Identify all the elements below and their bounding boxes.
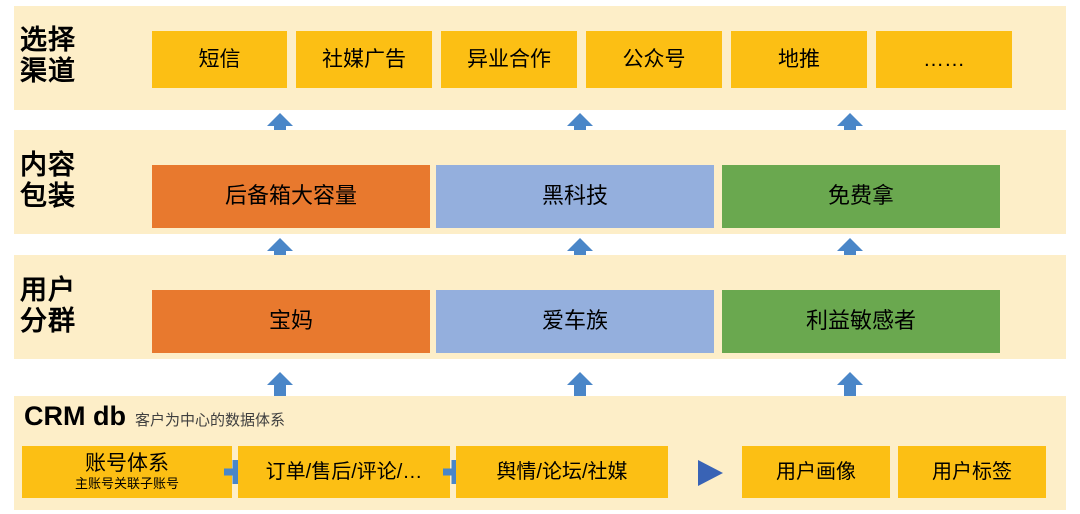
crm-item-account-system-sub: 主账号关联子账号 — [74, 476, 179, 491]
content-item-free-gift[interactable]: 免费拿 — [722, 165, 1000, 228]
row-label-content-line1: 内容 — [20, 150, 76, 180]
segment-item-young-moms[interactable]: 宝妈 — [152, 290, 430, 353]
channel-item-sms[interactable]: 短信 — [152, 31, 287, 88]
crm-item-orders-aftersales-reviews[interactable]: 订单/售后/评论/… — [238, 446, 450, 498]
crm-item-public-opinion-forum-social[interactable]: 舆情/论坛/社媒 — [456, 446, 668, 498]
play-triangle-icon — [693, 456, 727, 490]
arrow-content-to-channel-1 — [266, 112, 294, 142]
crm-item-account-system-main: 账号体系 — [85, 452, 169, 475]
crm-header: CRM db 客户为中心的数据体系 — [24, 401, 285, 432]
row-label-content: 内容 包装 — [20, 150, 140, 212]
arrow-content-to-channel-2 — [566, 112, 594, 142]
content-item-trunk-capacity[interactable]: 后备箱大容量 — [152, 165, 430, 228]
crm-item-user-profile[interactable]: 用户画像 — [742, 446, 890, 498]
channel-item-social-ads[interactable]: 社媒广告 — [296, 31, 432, 88]
row-label-segment: 用户 分群 — [20, 275, 140, 337]
channel-item-partnership[interactable]: 异业合作 — [441, 31, 577, 88]
crm-item-user-tags-main: 用户标签 — [932, 460, 1012, 483]
row-label-segment-line2: 分群 — [20, 306, 76, 336]
crm-item-public-opinion-forum-social-main: 舆情/论坛/社媒 — [496, 460, 628, 483]
arrow-crm-to-segment-3 — [836, 371, 864, 401]
row-label-channel-line2: 渠道 — [20, 56, 76, 86]
crm-item-user-profile-main: 用户画像 — [776, 460, 856, 483]
channel-item-wechat-oa[interactable]: 公众号 — [586, 31, 722, 88]
arrow-segment-to-content-2 — [566, 237, 594, 267]
channel-item-more[interactable]: …… — [876, 31, 1012, 88]
arrow-crm-to-segment-2 — [566, 371, 594, 401]
crm-item-orders-aftersales-reviews-main: 订单/售后/评论/… — [265, 460, 423, 483]
crm-title: CRM db — [24, 401, 126, 431]
arrow-segment-to-content-1 — [266, 237, 294, 267]
content-item-black-tech[interactable]: 黑科技 — [436, 165, 714, 228]
row-label-channel-line1: 选择 — [20, 25, 76, 55]
crm-subtitle: 客户为中心的数据体系 — [134, 412, 285, 429]
row-label-content-line2: 包装 — [20, 181, 76, 211]
segment-item-car-enthusiasts[interactable]: 爱车族 — [436, 290, 714, 353]
row-label-segment-line1: 用户 — [20, 275, 76, 305]
crm-item-user-tags[interactable]: 用户标签 — [898, 446, 1046, 498]
plus-icon-1 — [222, 458, 250, 486]
segment-item-deal-seekers[interactable]: 利益敏感者 — [722, 290, 1000, 353]
channel-item-ground-promo[interactable]: 地推 — [731, 31, 867, 88]
crm-item-account-system[interactable]: 账号体系 主账号关联子账号 — [22, 446, 232, 498]
row-label-channel: 选择 渠道 — [20, 25, 140, 87]
arrow-content-to-channel-3 — [836, 112, 864, 142]
plus-icon-2 — [441, 458, 469, 486]
arrow-segment-to-content-3 — [836, 237, 864, 267]
arrow-crm-to-segment-1 — [266, 371, 294, 401]
